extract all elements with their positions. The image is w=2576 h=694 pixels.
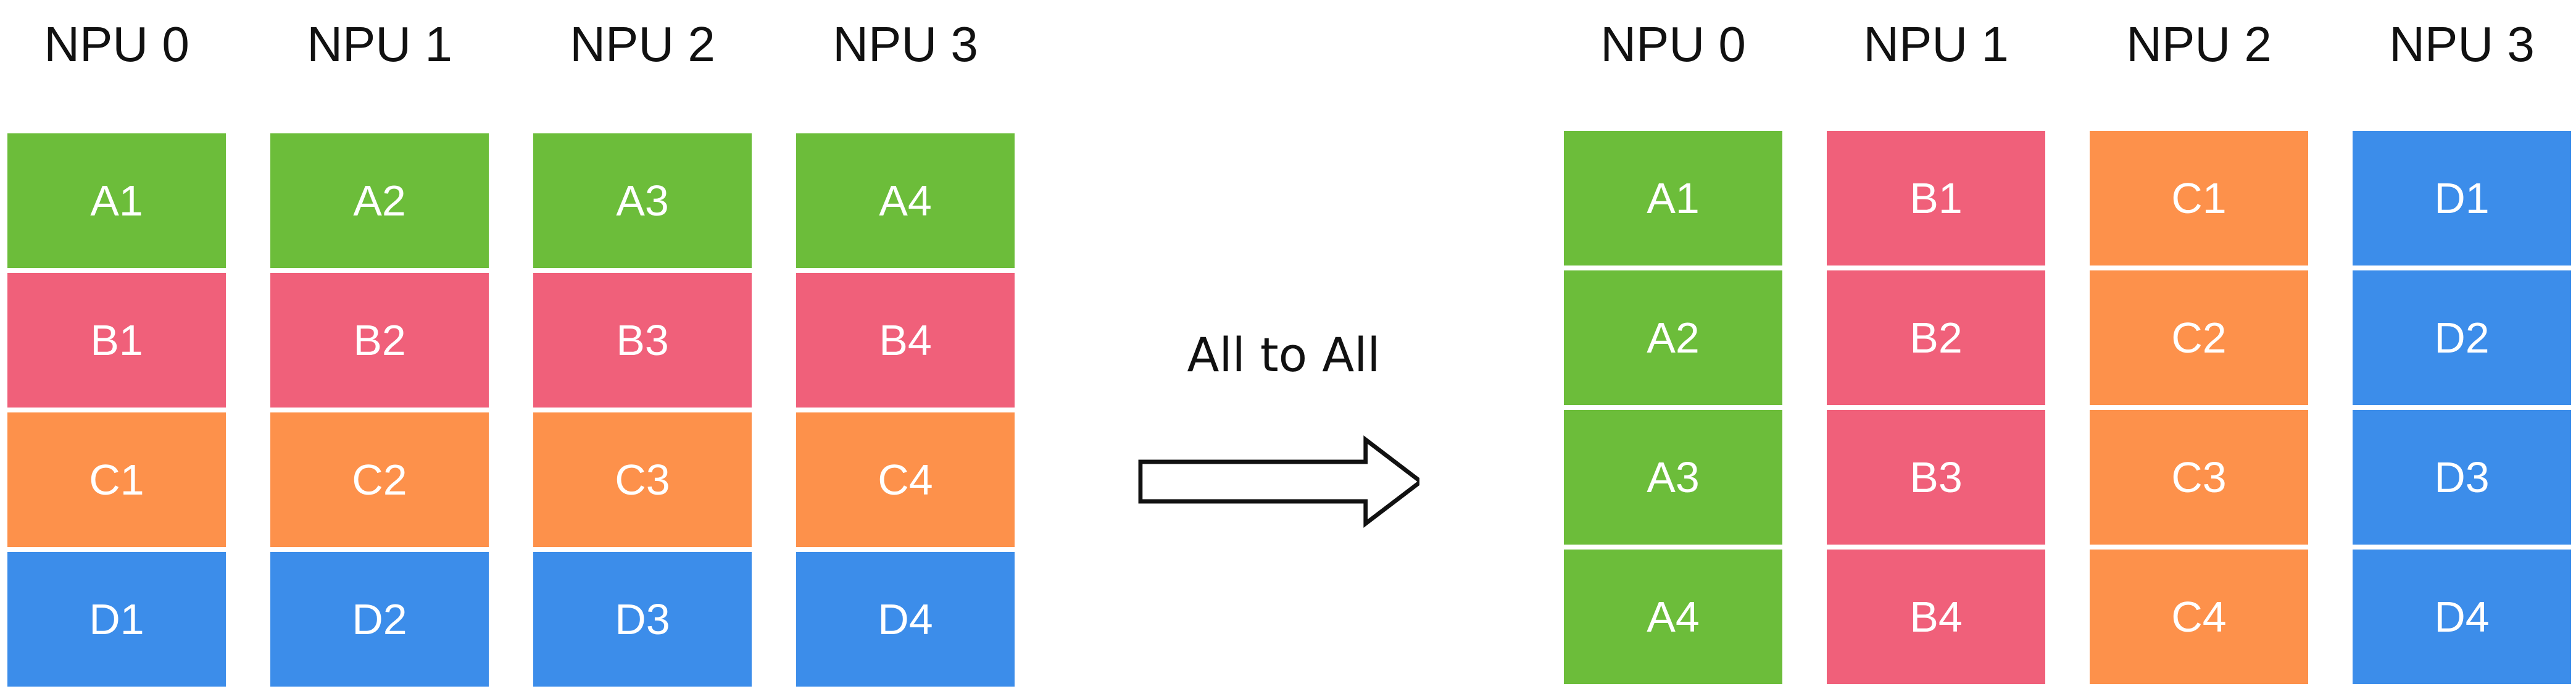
data-block: A4 <box>796 133 1015 268</box>
operation-label: All to All <box>1187 327 1381 382</box>
data-block: C1 <box>7 412 226 547</box>
data-block: A3 <box>1564 410 1782 545</box>
data-block: A4 <box>1564 550 1782 684</box>
data-block: B1 <box>7 273 226 408</box>
data-block: A1 <box>7 133 226 268</box>
npu-label: NPU 3 <box>833 17 978 72</box>
data-block: C3 <box>533 412 752 547</box>
data-block: D2 <box>270 552 489 687</box>
data-block: B1 <box>1827 131 2045 265</box>
data-block: A2 <box>1564 270 1782 405</box>
data-block: D3 <box>533 552 752 687</box>
data-block: C4 <box>796 412 1015 547</box>
npu-label: NPU 2 <box>570 17 715 72</box>
data-block: B3 <box>1827 410 2045 545</box>
right-arrow-icon <box>1138 435 1419 528</box>
data-block: D1 <box>2353 131 2571 265</box>
data-block: B3 <box>533 273 752 408</box>
npu-label: NPU 0 <box>1600 17 1746 72</box>
npu-label: NPU 1 <box>1863 17 2009 72</box>
data-block: D4 <box>2353 550 2571 684</box>
npu-label: NPU 3 <box>2389 17 2535 72</box>
data-block: D3 <box>2353 410 2571 545</box>
data-block: C3 <box>2090 410 2308 545</box>
data-block: C1 <box>2090 131 2308 265</box>
data-block: D4 <box>796 552 1015 687</box>
data-block: B4 <box>796 273 1015 408</box>
all-to-all-transition: All to All <box>1111 309 1456 556</box>
data-block: D2 <box>2353 270 2571 405</box>
data-block: C4 <box>2090 550 2308 684</box>
npu-label: NPU 2 <box>2126 17 2272 72</box>
data-block: A1 <box>1564 131 1782 265</box>
data-block: B2 <box>270 273 489 408</box>
data-block: A2 <box>270 133 489 268</box>
data-block: C2 <box>2090 270 2308 405</box>
data-block: C2 <box>270 412 489 547</box>
data-block: B4 <box>1827 550 2045 684</box>
data-block: B2 <box>1827 270 2045 405</box>
npu-label: NPU 0 <box>44 17 189 72</box>
data-block: D1 <box>7 552 226 687</box>
data-block: A3 <box>533 133 752 268</box>
npu-label: NPU 1 <box>307 17 452 72</box>
